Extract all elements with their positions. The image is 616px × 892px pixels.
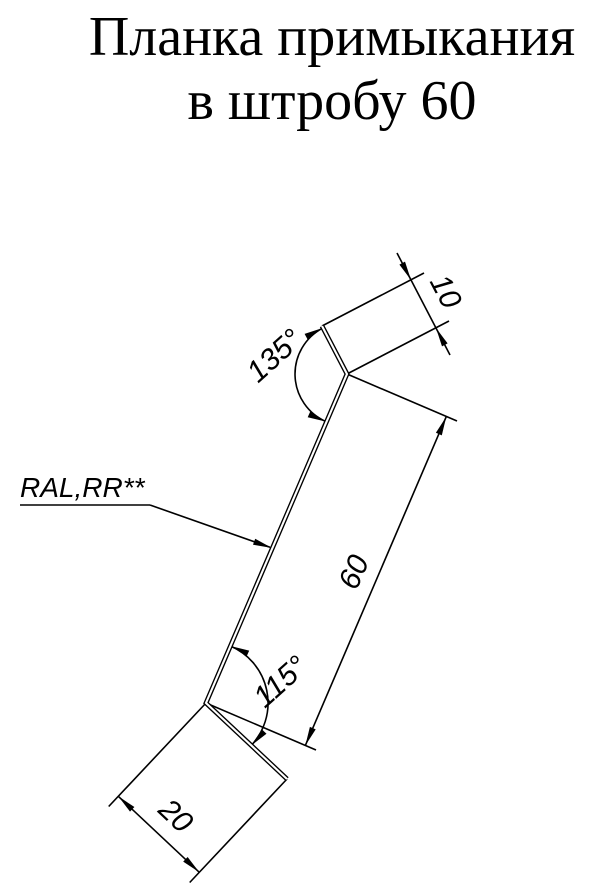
extension-line-10-upper: [321, 272, 425, 327]
arrowhead-20-right: [183, 857, 200, 873]
extension-line-60-upper: [346, 373, 458, 422]
arrowhead-135-flange: [304, 327, 323, 340]
angle-value-135: 135°: [241, 323, 309, 389]
extension-line-20-upper: [108, 702, 207, 808]
arrowhead-10-lower: [436, 328, 448, 347]
extension-line-60-lower: [205, 702, 317, 751]
arrowhead-20-left: [118, 796, 135, 812]
arrowhead-115-web: [230, 646, 250, 657]
extension-line-10-lower: [346, 320, 450, 375]
arrowhead-60-lower: [305, 726, 316, 746]
arrowhead-115-flange: [251, 729, 267, 746]
leader-line: [149, 504, 271, 549]
dimension-value-20: 20: [151, 792, 199, 840]
extension-line-20-lower: [189, 778, 288, 884]
arrowhead-10-upper: [399, 261, 411, 280]
page-title-line2: в штробу 60: [187, 70, 476, 132]
profile-outline-outer: [203, 324, 350, 781]
arrowhead-leader: [253, 538, 272, 548]
dimension-line-60: [304, 416, 448, 746]
angle-value-115: 115°: [247, 650, 314, 715]
material-label: RAL,RR**: [20, 472, 146, 503]
arrowhead-135-web: [307, 411, 327, 422]
dimension-value-10: 10: [423, 269, 468, 314]
arrowhead-60-upper: [435, 416, 447, 436]
profile-outline-inner: [204, 325, 349, 780]
page-title-line1: Планка примыкания: [89, 6, 575, 68]
dimension-value-60: 60: [333, 550, 377, 594]
